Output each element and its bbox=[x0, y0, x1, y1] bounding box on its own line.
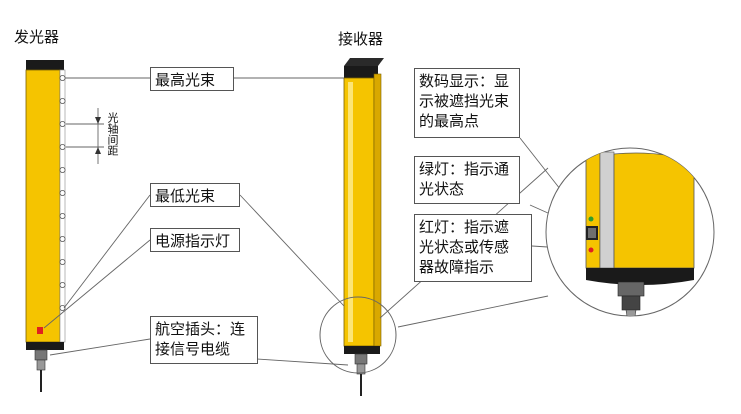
red-light-label: 红灯：指示遮 光状态或传感 器故障指示 bbox=[414, 214, 532, 282]
receiver-unit bbox=[343, 58, 384, 396]
zoom-source-circle bbox=[319, 296, 397, 374]
emitter-unit bbox=[25, 60, 66, 392]
green-light-label: 绿灯：指示通 光状态 bbox=[414, 156, 520, 204]
red-led bbox=[588, 247, 594, 253]
emitter-connector bbox=[34, 349, 48, 392]
top-beam-label: 最高光束 bbox=[150, 67, 234, 91]
detail-zoom bbox=[545, 147, 715, 317]
power-indicator-label: 电源指示灯 bbox=[150, 228, 240, 252]
beam-spacing-label: 光轴间距 bbox=[106, 112, 119, 156]
digital-display-label: 数码显示：显 示被遮挡光束 的最高点 bbox=[414, 68, 520, 138]
digital-display bbox=[586, 226, 598, 240]
lowest-beam-label: 最低光束 bbox=[150, 183, 240, 207]
green-led bbox=[588, 216, 594, 222]
emitter-title: 发光器 bbox=[14, 28, 60, 46]
connector-label: 航空插头：连 接信号电缆 bbox=[150, 316, 258, 364]
receiver-connector bbox=[354, 353, 368, 396]
power-indicator-led bbox=[37, 327, 43, 334]
emitter-beam-dots bbox=[59, 75, 66, 311]
receiver-title: 接收器 bbox=[338, 30, 384, 48]
